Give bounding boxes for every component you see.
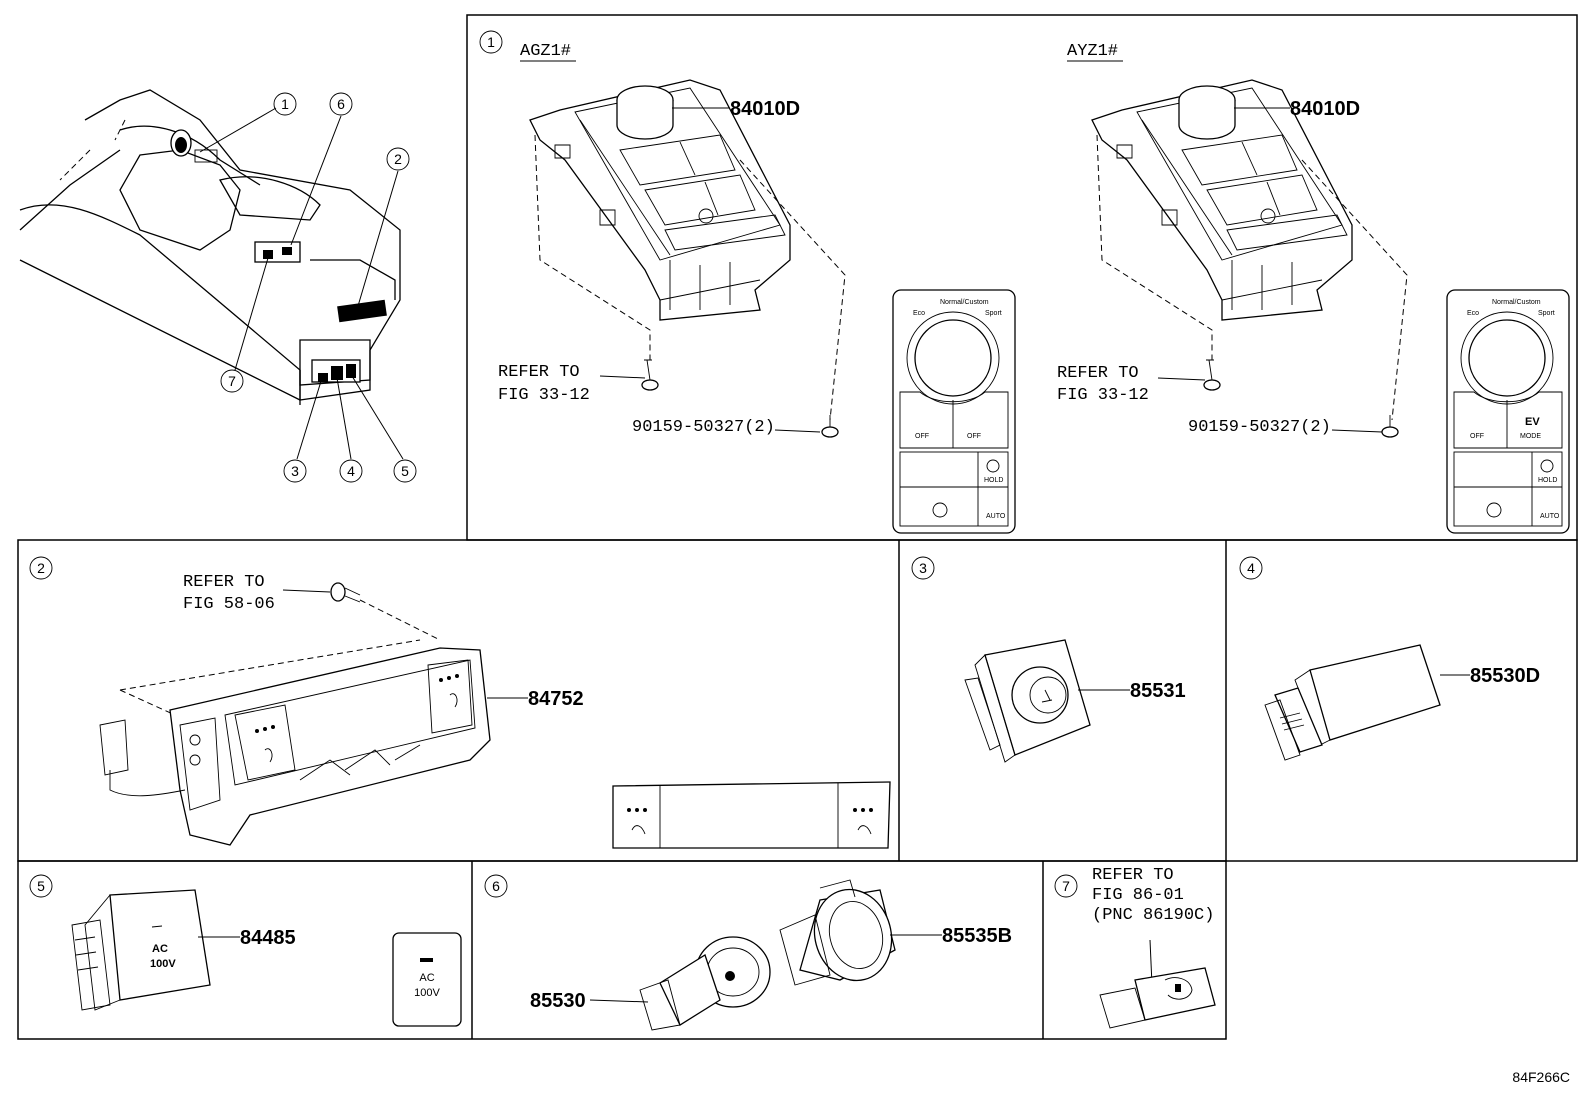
refer-86-line3: (PNC 86190C) <box>1092 906 1214 925</box>
panel-7: 7 REFER TO FIG 86-01 (PNC 86190C) <box>1054 866 1216 1029</box>
dial-normal-right: Normal/Custom <box>1492 299 1541 306</box>
btn3-left: HOLD <box>984 477 1003 484</box>
btn1-left: OFF <box>915 433 929 440</box>
refer-86-line2: FIG 86-01 <box>1092 886 1184 905</box>
refer-58-line1: REFER TO <box>183 573 265 592</box>
variant-agz1: AGZ1# <box>520 42 571 61</box>
refer-86-line1: REFER TO <box>1092 866 1174 885</box>
panel-4: 4 85530D <box>1239 556 1540 761</box>
figure-code: 84F266C <box>1512 1069 1570 1085</box>
part-number-84010D-left: 84010D <box>730 98 800 120</box>
overview-console: 1 6 2 7 3 4 5 <box>19 89 417 483</box>
panel-2-index: 2 <box>37 560 45 576</box>
panel-3: 3 85531 <box>911 556 1186 763</box>
volt-label-detail: 100V <box>414 987 440 999</box>
panel-6: 6 85535B 85530 <box>484 874 1012 1031</box>
refer-left-line1: REFER TO <box>498 363 580 382</box>
bolt-right: 90159-50327(2) <box>1188 418 1331 437</box>
btn2-ev-right: EV <box>1525 416 1540 428</box>
panel-row3-frame <box>17 860 1227 1040</box>
btn2-right: MODE <box>1520 433 1541 440</box>
volt-label-switch: 100V <box>150 958 176 970</box>
part-number-85531: 85531 <box>1130 680 1186 702</box>
panel-1-index: 1 <box>487 34 495 50</box>
panel-5-index: 5 <box>37 878 45 894</box>
overview-callout-3: 3 <box>291 463 299 479</box>
overview-callout-5: 5 <box>401 463 409 479</box>
overview-callout-1: 1 <box>281 96 289 112</box>
ac-label-switch: AC <box>152 943 168 955</box>
btn4-right: AUTO <box>1540 513 1560 520</box>
refer-right-line1: REFER TO <box>1057 364 1139 383</box>
faceplate-right: Eco Normal/Custom Sport OFF EV MODE HOLD… <box>1446 289 1570 534</box>
selector-unit-left <box>529 79 791 321</box>
dial-sport-left: Sport <box>985 310 1002 317</box>
selector-unit-right <box>1091 79 1353 321</box>
part-number-85535B: 85535B <box>942 925 1012 947</box>
dial-eco-left: Eco <box>913 310 925 317</box>
refer-58-line2: FIG 58-06 <box>183 595 275 614</box>
btn3-right: HOLD <box>1538 477 1557 484</box>
panel-2: 2 REFER TO FIG 58-06 84752 <box>29 556 891 849</box>
ac-label-detail: AC <box>419 972 434 984</box>
overview-callout-2: 2 <box>394 151 402 167</box>
overview-callout-6: 6 <box>337 96 345 112</box>
panel-4-index: 4 <box>1247 560 1255 576</box>
panel-7-index: 7 <box>1062 878 1070 894</box>
refer-left-line2: FIG 33-12 <box>498 386 590 405</box>
faceplate-left: Eco Normal/Custom Sport OFF OFF HOLD AUT… <box>892 289 1016 534</box>
part-number-84485: 84485 <box>240 927 296 949</box>
bolt-left: 90159-50327(2) <box>632 418 775 437</box>
panel-6-index: 6 <box>492 878 500 894</box>
panel-frames <box>17 14 1578 1040</box>
panel-3-index: 3 <box>919 560 927 576</box>
overview-callout-7: 7 <box>228 373 236 389</box>
part-number-84010D-right: 84010D <box>1290 98 1360 120</box>
dial-sport-right: Sport <box>1538 310 1555 317</box>
overview-callout-4: 4 <box>347 463 355 479</box>
variant-ayz1: AYZ1# <box>1067 42 1118 61</box>
part-number-85530D: 85530D <box>1470 665 1540 687</box>
dial-eco-right: Eco <box>1467 310 1479 317</box>
dial-normal-left: Normal/Custom <box>940 299 989 306</box>
panel-5: 5 AC 100V 84485 AC 100V <box>29 874 462 1027</box>
part-number-84752: 84752 <box>528 688 584 710</box>
btn4-left: AUTO <box>986 513 1006 520</box>
refer-right-line2: FIG 33-12 <box>1057 386 1149 405</box>
btn1-right: OFF <box>1470 433 1484 440</box>
btn2-left: OFF <box>967 433 981 440</box>
panel-1: 1 AGZ1# AYZ1# 84010D REFER TO <box>479 30 1570 534</box>
part-number-85530: 85530 <box>530 990 586 1012</box>
